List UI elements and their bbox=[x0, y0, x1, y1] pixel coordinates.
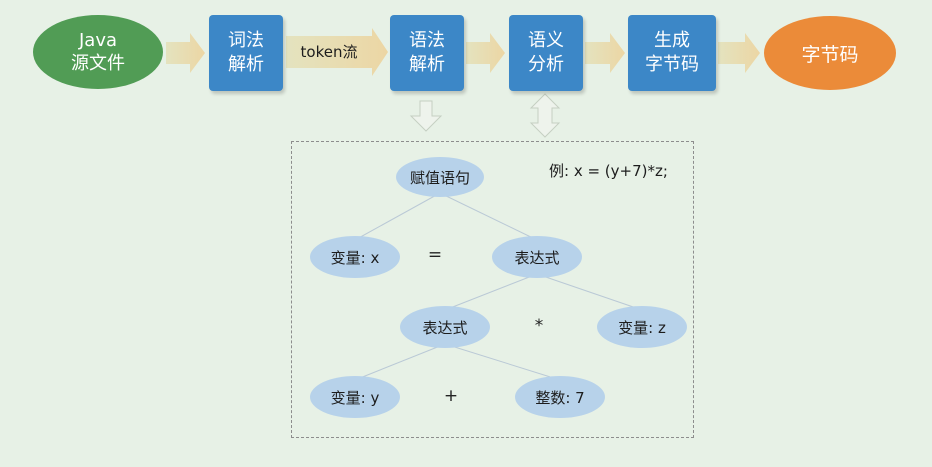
tree-node-expr-top-label: 表达式 bbox=[514, 248, 560, 267]
tree-node-expr-inner-label: 表达式 bbox=[422, 318, 468, 337]
java-source-line2: 源文件 bbox=[71, 53, 125, 74]
tree-node-expr-top: 表达式 bbox=[492, 236, 582, 278]
flow-arrow-5 bbox=[718, 33, 760, 73]
syntax-line2: 解析 bbox=[409, 54, 445, 75]
token-stream-label: token流 bbox=[300, 43, 358, 61]
tree-node-expr-inner: 表达式 bbox=[400, 306, 490, 348]
gen-line2: 字节码 bbox=[645, 54, 699, 75]
tree-node-assignment: 赋值语句 bbox=[396, 157, 484, 197]
tree-node-var-x: 变量: x bbox=[310, 236, 400, 278]
tree-op-multiply: * bbox=[534, 316, 544, 336]
lexical-analysis-node: 词法 解析 bbox=[209, 15, 283, 91]
tree-node-int-7: 整数: 7 bbox=[515, 376, 605, 418]
example-expression: 例: x = (y+7)*z; bbox=[549, 162, 668, 180]
tree-node-var-z: 变量: z bbox=[597, 306, 687, 348]
semantic-line1: 语义 bbox=[528, 30, 564, 51]
tree-op-plus: + bbox=[443, 386, 459, 406]
bytecode-output-node: 字节码 bbox=[764, 16, 896, 90]
tree-node-assignment-label: 赋值语句 bbox=[409, 168, 470, 187]
tree-edges bbox=[354, 192, 643, 381]
tree-node-var-x-label: 变量: x bbox=[330, 248, 380, 267]
tree-node-int-7-label: 整数: 7 bbox=[535, 388, 585, 407]
semantic-analysis-node: 语义 分析 bbox=[509, 15, 583, 91]
tree-op-equals: = bbox=[427, 245, 443, 265]
java-source-line1: Java bbox=[78, 30, 118, 51]
syntax-analysis-node: 语法 解析 bbox=[390, 15, 464, 91]
tree-node-var-y-label: 变量: y bbox=[330, 388, 380, 407]
syntax-tree-panel bbox=[291, 141, 694, 438]
double-arrow-semantic bbox=[529, 93, 561, 138]
java-source-node: Java 源文件 bbox=[33, 15, 163, 89]
tree-node-var-y: 变量: y bbox=[310, 376, 400, 418]
down-arrow-syntax bbox=[409, 100, 443, 132]
lexical-line2: 解析 bbox=[228, 54, 264, 75]
generate-bytecode-node: 生成 字节码 bbox=[628, 15, 716, 91]
flow-arrow-1 bbox=[166, 33, 205, 73]
semantic-line2: 分析 bbox=[528, 54, 564, 75]
tree-node-var-z-label: 变量: z bbox=[618, 318, 666, 337]
flow-arrow-3 bbox=[466, 33, 505, 73]
syntax-line1: 语法 bbox=[409, 30, 445, 51]
lexical-line1: 词法 bbox=[228, 30, 264, 51]
bytecode-label: 字节码 bbox=[801, 43, 859, 66]
flow-arrow-2 bbox=[286, 28, 388, 76]
flow-arrow-4 bbox=[585, 33, 625, 73]
gen-line1: 生成 bbox=[654, 30, 690, 51]
